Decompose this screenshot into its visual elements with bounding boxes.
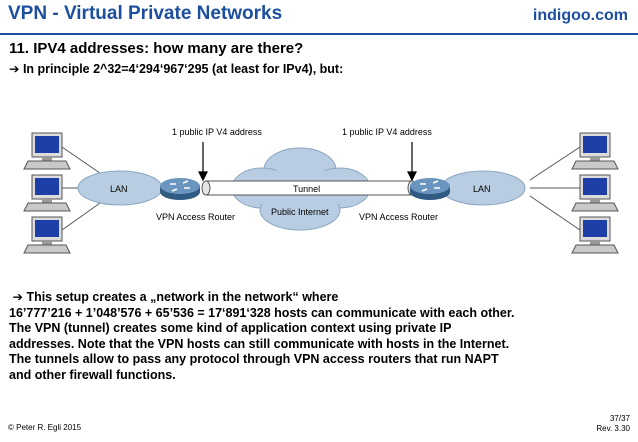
explanation-line-5: The tunnels allow to pass any protocol t… [9, 352, 499, 367]
right-lan-lines [529, 146, 581, 231]
slide-subline: ➔ In principle 2^32=4‘294‘967‘295 (at le… [9, 61, 343, 76]
vpn-diagram: 1 public IP V4 address 1 public IP V4 ad… [23, 127, 619, 254]
explanation-line-1-text: This setup creates a „network in the net… [22, 290, 339, 304]
left-ip-label: 1 public IP V4 address [172, 127, 262, 137]
revision: Rev. 3.30 [596, 424, 630, 433]
brand-logo-text: indigoo.com [532, 7, 628, 24]
pc-icon [571, 174, 619, 212]
right-router-label: VPN Access Router [359, 212, 438, 222]
slide-heading: 11. IPV4 addresses: how many are there? [9, 40, 304, 57]
explanation-line-1: ➔ This setup creates a „network in the n… [9, 289, 609, 306]
copyright: © Peter R. Egli 2015 [8, 423, 82, 432]
right-lan-label: LAN [473, 184, 491, 194]
pc-icon [571, 132, 619, 170]
tunnel-label: Tunnel [293, 184, 320, 194]
explanation-line-4: addresses. Note that the VPN hosts can s… [9, 336, 510, 351]
page-number: 37/37 [609, 414, 630, 423]
arrow-icon: ➔ [12, 289, 23, 304]
pc-icon [23, 132, 71, 170]
right-ip-label: 1 public IP V4 address [342, 127, 432, 137]
subline-text: In principle 2^32=4‘294‘967‘295 (at leas… [19, 62, 344, 76]
explanation-line-2: 16’777’216 + 1’048’576 + 65’536 = 17‘891… [9, 305, 515, 320]
right-router-icon [409, 177, 451, 201]
left-router-icon [159, 177, 201, 201]
pc-icon [23, 174, 71, 212]
header-rule [0, 33, 638, 35]
pc-icon [571, 216, 619, 254]
explanation-line-6: and other firewall functions. [9, 367, 176, 382]
left-lan-label: LAN [110, 184, 128, 194]
pc-icon [23, 216, 71, 254]
arrow-icon: ➔ [9, 61, 20, 76]
page-title: VPN - Virtual Private Networks [8, 3, 283, 24]
public-internet-label: Public Internet [271, 207, 329, 217]
left-router-label: VPN Access Router [156, 212, 235, 222]
page-info: 37/37 Rev. 3.30 [596, 414, 630, 434]
explanation-line-3: The VPN (tunnel) creates some kind of ap… [9, 321, 452, 336]
explanation-text: ➔ This setup creates a „network in the n… [9, 289, 609, 384]
